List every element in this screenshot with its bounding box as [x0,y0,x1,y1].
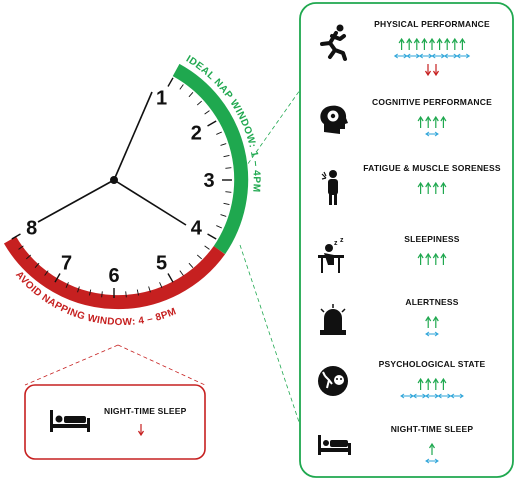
alarm-light-icon [320,304,346,335]
clock-tick [18,245,24,250]
clock-tick [179,84,184,90]
clock-tick [11,233,21,240]
clock-number-3: 3 [203,170,214,192]
outcome-label: NIGHT-TIME SLEEP [391,424,474,434]
clock-tick [188,92,194,98]
clock-number-1: 1 [156,88,167,110]
increase-arrows [417,252,447,265]
clock-number-4: 4 [191,218,203,240]
clock-tick [207,120,217,127]
ideal-window-arc [172,63,249,255]
clock-tick [44,270,49,276]
bed-icon [318,435,351,455]
clock-tick [220,214,227,217]
clock-hand-second [37,179,115,223]
outcomes-panel: PHYSICAL PERFORMANCE COGNITIVE PERFORMANC… [299,2,514,478]
clock-tick [54,273,61,283]
outcome-row: COGNITIVE PERFORMANCE [320,97,492,137]
clock-tick [204,110,210,115]
avoid-window-arc [3,236,226,310]
clock-tick [167,273,174,283]
clock-hand-minute [113,91,153,181]
clock-numbers: 1 2 3 4 5 6 7 8 [26,88,214,287]
bed-icon [50,410,90,432]
down-arrow-red [137,424,145,437]
outcome-label: COGNITIVE PERFORMANCE [372,97,492,107]
clock-tick [223,202,230,205]
clock-tick [65,282,69,288]
clock-tick [216,225,222,229]
sore-person-icon [321,170,338,205]
clock-number-2: 2 [191,123,202,145]
no-change-arrows [425,331,439,337]
clock-tick [34,262,40,268]
clock-tick [196,254,202,260]
clock-tick [125,291,127,298]
clock-tick [216,131,222,135]
outcome-label: ALERTNESS [405,297,458,307]
clock-tick [26,254,32,260]
outcome-row: PHYSICAL PERFORMANCE [320,19,490,77]
clock-face: 1 2 3 4 5 6 7 8 [3,63,249,310]
clock-center [110,176,118,184]
clock-tick [225,191,232,193]
outcome-row: ALERTNESS [320,297,459,337]
outcome-label: SLEEPINESS [404,234,460,244]
clock-tick [220,143,227,146]
clock-number-5: 5 [156,252,167,274]
outcome-label: FATIGUE & MUSCLE SORENESS [363,163,501,173]
outcome-row: FATIGUE & MUSCLE SORENESS [321,163,501,205]
clock-tick [159,282,163,288]
clock-tick [101,291,103,298]
increase-arrows [398,37,466,50]
clock-tick [196,100,202,106]
clock-ticks [11,77,232,298]
night-sleep-label: NIGHT-TIME SLEEP [104,406,187,416]
no-change-arrows [400,393,464,399]
runner-icon [320,24,347,61]
clock-number-7: 7 [61,252,72,274]
clock-tick [204,245,210,250]
decrease-arrows [424,64,440,77]
no-change-arrows [425,131,439,137]
clock-number-8: 8 [26,218,37,240]
clock-tick [77,286,80,293]
clock-tick [89,289,92,296]
increase-arrows [417,377,447,390]
svg-text:z: z [334,240,338,247]
brain-gear-icon [320,105,348,134]
outcome-label: PSYCHOLOGICAL STATE [379,359,486,369]
clock-tick [179,270,184,276]
happy-face-icon [318,366,348,396]
clock-tick [148,286,151,293]
increase-arrows [417,181,447,194]
no-change-arrows [425,458,439,464]
clock-tick [207,233,217,240]
svg-text:z: z [340,237,344,244]
increase-arrows [417,115,447,128]
outcome-label: PHYSICAL PERFORMANCE [374,19,490,29]
clock-tick [223,155,230,158]
clock-tick [167,77,174,87]
outcome-row: NIGHT-TIME SLEEP [318,424,474,464]
clock-tick [136,289,139,296]
connector-lines [24,89,301,426]
increase-arrows [428,442,436,455]
clock-number-6: 6 [108,265,119,287]
clock-hand-hour [113,179,187,226]
night-sleep-box: NIGHT-TIME SLEEP [24,384,206,460]
increase-arrows [425,315,439,328]
clock-tick [225,167,232,169]
outcome-row: PSYCHOLOGICAL STATE [318,359,486,399]
clock-tick [188,262,194,268]
no-change-arrows [393,53,471,59]
